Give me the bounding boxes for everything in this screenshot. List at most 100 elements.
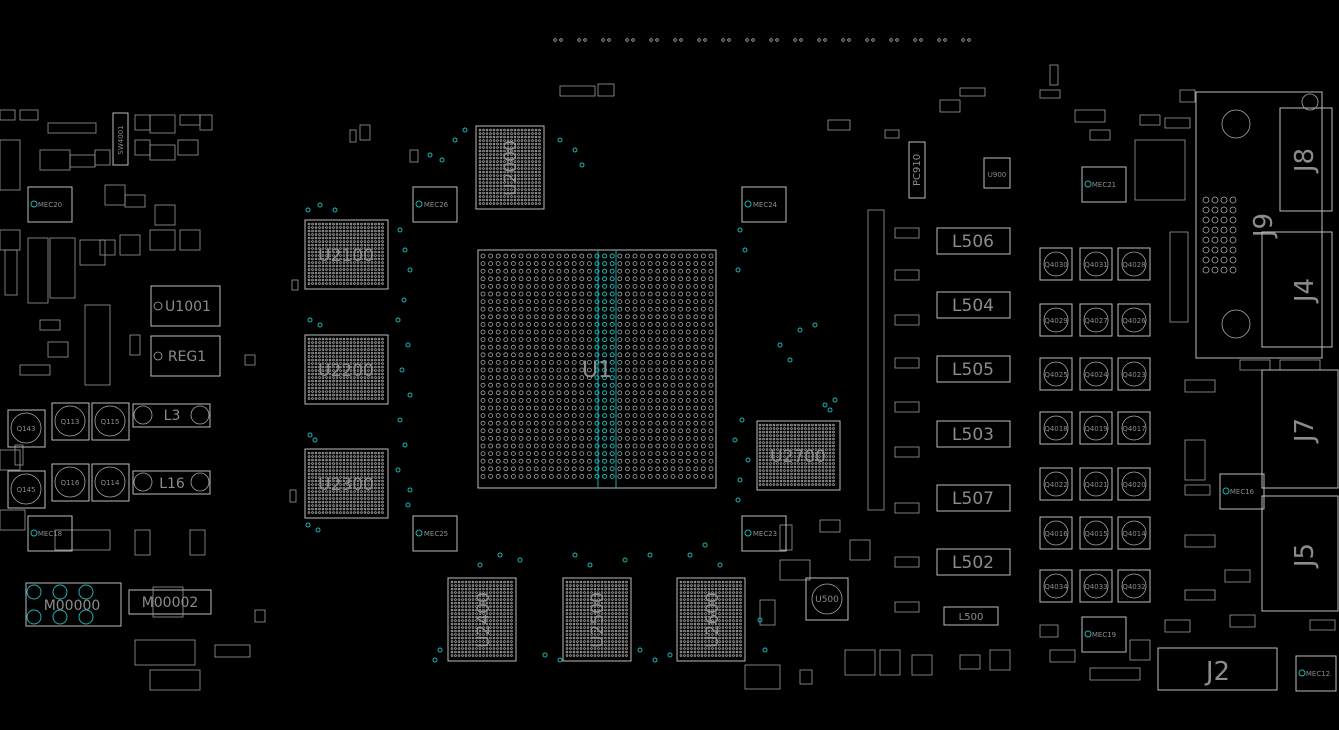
q143-label: Q143 bbox=[17, 425, 36, 433]
transistor-q4024[interactable]: Q4024 bbox=[1079, 357, 1113, 391]
transistor-q4025-label: Q4025 bbox=[1044, 371, 1067, 379]
transistor-q4019-label: Q4019 bbox=[1084, 425, 1107, 433]
module-m00000[interactable]: M00000 bbox=[25, 582, 122, 627]
l16-label: L16 bbox=[159, 476, 185, 492]
mec25-label: MEC25 bbox=[424, 530, 448, 538]
transistor-q4032[interactable]: Q4032 bbox=[1117, 569, 1151, 603]
transistor-q4020[interactable]: Q4020 bbox=[1117, 467, 1151, 501]
mount-mec21[interactable]: MEC21 bbox=[1081, 166, 1127, 203]
transistor-q4026[interactable]: Q4026 bbox=[1117, 303, 1151, 337]
transistor-q4021[interactable]: Q4021 bbox=[1079, 467, 1113, 501]
transistor-q4028[interactable]: Q4028 bbox=[1117, 247, 1151, 281]
chip-u2100[interactable]: U2100 bbox=[304, 219, 389, 290]
transistor-q4022[interactable]: Q4022 bbox=[1039, 467, 1073, 501]
chip-u2200[interactable]: U2200 bbox=[304, 334, 389, 405]
transistor-q143[interactable]: Q143 bbox=[7, 409, 46, 448]
chip-u900[interactable]: U900 bbox=[983, 157, 1011, 189]
transistor-q114[interactable]: Q114 bbox=[91, 463, 130, 502]
mec21-label: MEC21 bbox=[1092, 181, 1116, 189]
inductor-l504[interactable]: L504 bbox=[936, 291, 1011, 319]
chip-u2300-label: U2300 bbox=[318, 475, 374, 495]
transistor-q4020-label: Q4020 bbox=[1122, 481, 1145, 489]
mount-mec23[interactable]: MEC23 bbox=[741, 515, 787, 552]
transistor-q113[interactable]: Q113 bbox=[51, 402, 90, 441]
mount-mec16[interactable]: MEC16 bbox=[1219, 473, 1265, 510]
transistor-q4034-label: Q4034 bbox=[1044, 583, 1068, 591]
chip-pc910[interactable]: PC910 bbox=[908, 141, 926, 199]
connector-j2[interactable]: J2 bbox=[1157, 647, 1278, 691]
q113-label: Q113 bbox=[61, 418, 80, 426]
mount-mec26[interactable]: MEC26 bbox=[412, 186, 458, 223]
chip-u2100-label: U2100 bbox=[318, 246, 374, 266]
switch-sw4001[interactable]: SW4001 bbox=[112, 112, 129, 166]
transistor-q4031[interactable]: Q4031 bbox=[1079, 247, 1113, 281]
connector-j9[interactable]: J9 bbox=[1195, 91, 1323, 359]
inductor-l502[interactable]: L502 bbox=[936, 548, 1011, 576]
chip-u2300[interactable]: U2300 bbox=[304, 448, 389, 519]
mount-mec20[interactable]: MEC20 bbox=[27, 186, 73, 223]
inductor-l507[interactable]: L507 bbox=[936, 484, 1011, 512]
l505-label: L505 bbox=[952, 360, 994, 380]
j5-label: J5 bbox=[1290, 543, 1320, 569]
q114-label: Q114 bbox=[101, 479, 120, 487]
connector-j5[interactable]: J5 bbox=[1261, 495, 1339, 612]
transistor-q4017[interactable]: Q4017 bbox=[1117, 411, 1151, 445]
chip-u500[interactable]: U500 bbox=[805, 577, 849, 621]
transistor-q115[interactable]: Q115 bbox=[91, 402, 130, 441]
chip-u1001[interactable]: U1001 bbox=[150, 285, 221, 327]
u500-label: U500 bbox=[815, 595, 839, 605]
connector-j7[interactable]: J7 bbox=[1261, 369, 1339, 489]
transistor-q4015-label: Q4015 bbox=[1084, 530, 1107, 538]
sw4001-label: SW4001 bbox=[117, 125, 125, 154]
mount-mec18[interactable]: MEC18 bbox=[27, 515, 73, 552]
mec16-label: MEC16 bbox=[1230, 488, 1255, 496]
chip-u2500[interactable]: U2500 bbox=[562, 577, 632, 662]
mount-mec25[interactable]: MEC25 bbox=[412, 515, 458, 552]
pc910-label: PC910 bbox=[912, 154, 923, 186]
transistor-q116[interactable]: Q116 bbox=[51, 463, 90, 502]
transistor-q4027[interactable]: Q4027 bbox=[1079, 303, 1113, 337]
j8-label: J8 bbox=[1290, 148, 1320, 174]
transistor-q4021-label: Q4021 bbox=[1084, 481, 1107, 489]
inductor-l500[interactable]: L500 bbox=[943, 606, 999, 626]
l502-label: L502 bbox=[952, 553, 994, 573]
mount-mec12[interactable]: MEC12 bbox=[1295, 655, 1337, 692]
transistor-q4034[interactable]: Q4034 bbox=[1039, 569, 1073, 603]
connector-j4[interactable]: J4 bbox=[1261, 231, 1333, 348]
connector-j8[interactable]: J8 bbox=[1279, 107, 1333, 212]
transistor-q4031-label: Q4031 bbox=[1084, 261, 1107, 269]
transistor-q4019[interactable]: Q4019 bbox=[1079, 411, 1113, 445]
transistor-q4018[interactable]: Q4018 bbox=[1039, 411, 1073, 445]
chip-u1-gpu[interactable]: U1 bbox=[477, 249, 717, 489]
transistor-q4015[interactable]: Q4015 bbox=[1079, 516, 1113, 550]
chip-u2600[interactable]: U2600 bbox=[676, 577, 746, 662]
m00000-label: M00000 bbox=[44, 598, 101, 614]
j4-label: J4 bbox=[1290, 278, 1320, 304]
inductor-l505[interactable]: L505 bbox=[936, 355, 1011, 383]
mount-mec24[interactable]: MEC24 bbox=[741, 186, 787, 223]
transistor-q4025[interactable]: Q4025 bbox=[1039, 357, 1073, 391]
regulator-reg1[interactable]: REG1 bbox=[150, 335, 221, 377]
transistor-q4023[interactable]: Q4023 bbox=[1117, 357, 1151, 391]
chip-u1-label: U1 bbox=[582, 358, 612, 383]
chip-u2700-label: U2700 bbox=[770, 447, 826, 467]
inductor-l16[interactable]: L16 bbox=[132, 470, 211, 495]
transistor-q145[interactable]: Q145 bbox=[7, 470, 46, 509]
inductor-l3[interactable]: L3 bbox=[132, 403, 211, 428]
chip-u2700[interactable]: U2700 bbox=[756, 420, 841, 491]
transistor-q4029[interactable]: Q4029 bbox=[1039, 303, 1073, 337]
transistor-q4014[interactable]: Q4014 bbox=[1117, 516, 1151, 550]
transistor-q4016[interactable]: Q4016 bbox=[1039, 516, 1073, 550]
inductor-l506[interactable]: L506 bbox=[936, 227, 1011, 255]
transistor-q4028-label: Q4028 bbox=[1122, 261, 1145, 269]
q115-label: Q115 bbox=[101, 418, 120, 426]
transistor-q4030[interactable]: Q4030 bbox=[1039, 247, 1073, 281]
transistor-q4033[interactable]: Q4033 bbox=[1079, 569, 1113, 603]
inductor-l503[interactable]: L503 bbox=[936, 420, 1011, 448]
chip-u2000[interactable]: U2000 bbox=[475, 125, 545, 210]
chip-u2400[interactable]: U2400 bbox=[447, 577, 517, 662]
mount-mec19[interactable]: MEC19 bbox=[1081, 616, 1127, 653]
module-m00002[interactable]: M00002 bbox=[128, 586, 212, 618]
mec12-label: MEC12 bbox=[1306, 670, 1330, 678]
